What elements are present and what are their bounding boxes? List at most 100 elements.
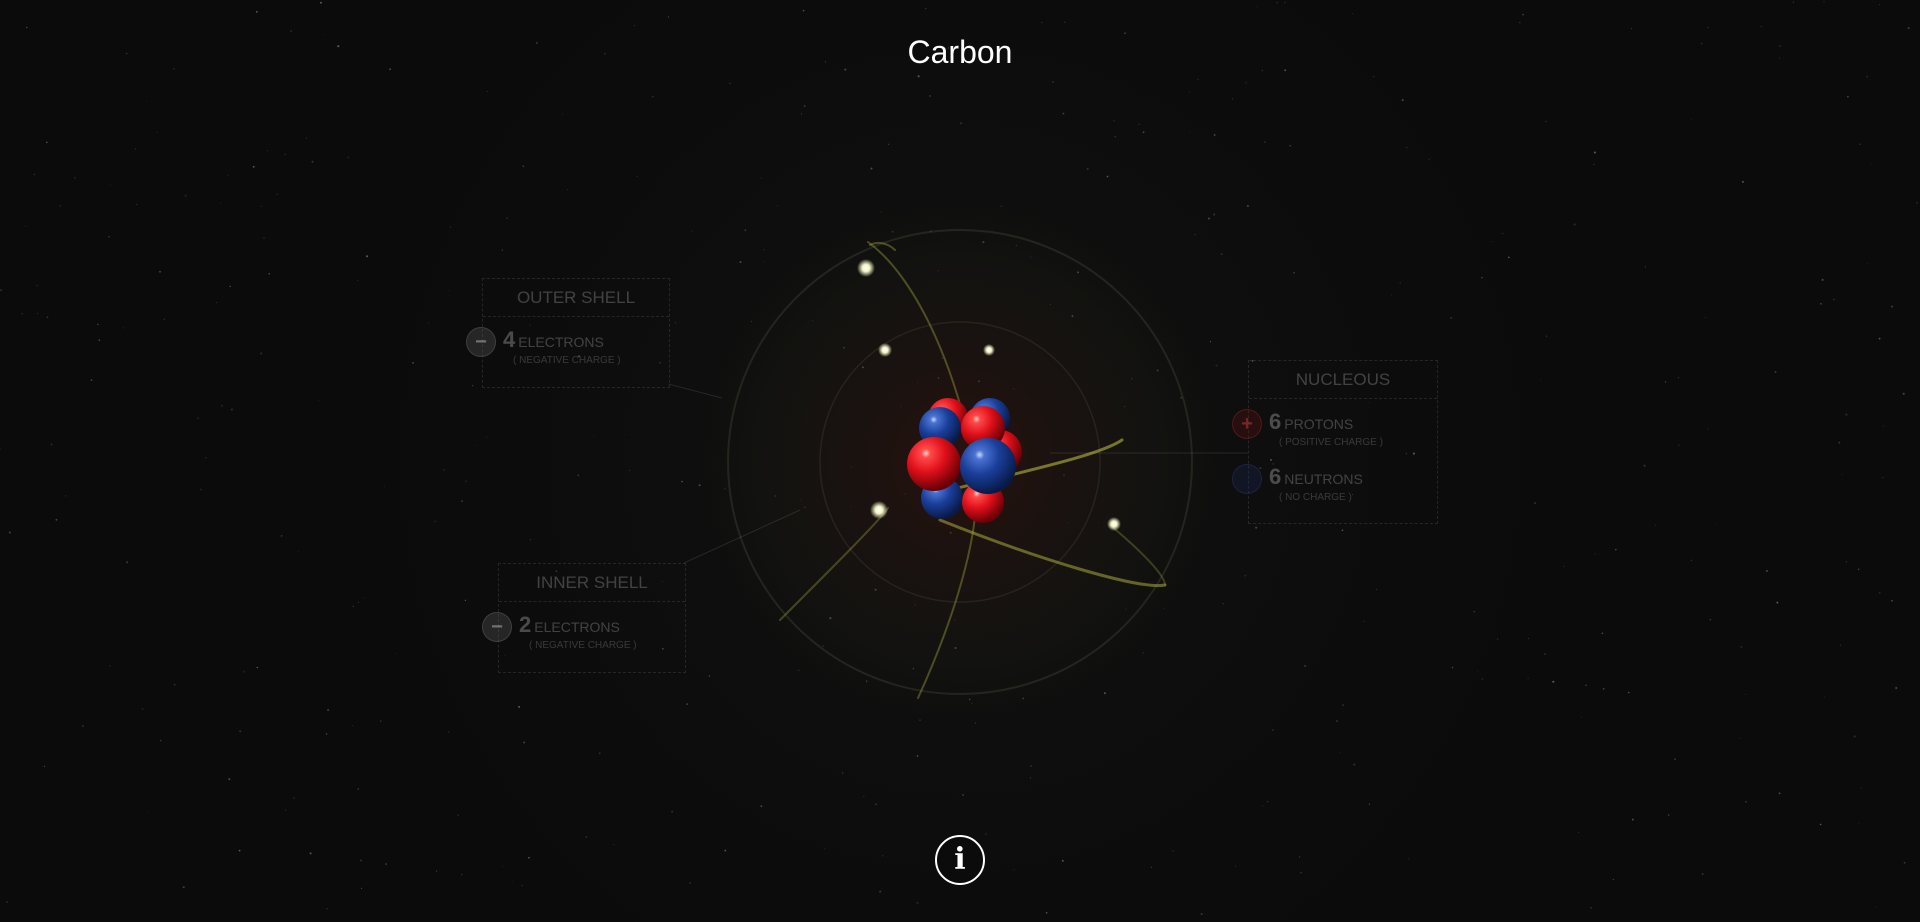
neutron	[960, 438, 1016, 494]
star	[243, 670, 246, 673]
star	[1276, 2, 1278, 4]
star	[634, 24, 636, 26]
inner-shell-ring	[819, 321, 1101, 603]
star	[1029, 777, 1031, 779]
star	[662, 648, 664, 650]
inner-shell-title: INNER SHELL	[499, 564, 685, 602]
star	[1304, 664, 1307, 668]
star	[502, 865, 504, 867]
star	[13, 178, 15, 180]
star	[461, 500, 463, 502]
star	[984, 833, 987, 836]
star	[1284, 69, 1287, 72]
star	[1188, 130, 1190, 132]
proton-unit: PROTONS	[1284, 416, 1354, 432]
star	[361, 887, 363, 889]
star	[636, 175, 638, 177]
star	[1545, 120, 1547, 123]
star	[357, 788, 360, 790]
star	[674, 322, 676, 324]
star	[1907, 27, 1910, 30]
star	[1197, 78, 1199, 81]
star	[1352, 13, 1354, 14]
star	[471, 385, 474, 387]
star	[1272, 463, 1275, 465]
star	[1774, 371, 1777, 374]
star	[1628, 691, 1630, 694]
star	[230, 408, 233, 411]
star	[1041, 22, 1043, 24]
star	[585, 836, 588, 838]
star	[1246, 204, 1249, 208]
star	[252, 165, 255, 168]
star	[577, 474, 580, 477]
star	[81, 724, 84, 728]
star	[1859, 143, 1861, 145]
star	[802, 9, 805, 12]
star	[1255, 526, 1258, 529]
info-button[interactable]: i	[935, 835, 985, 885]
star	[1061, 859, 1064, 862]
star	[284, 153, 286, 155]
star	[1702, 873, 1704, 875]
star	[256, 666, 259, 669]
star	[960, 122, 963, 125]
star	[1534, 502, 1537, 505]
star	[1481, 678, 1484, 680]
star	[686, 703, 689, 706]
star	[800, 113, 803, 115]
star	[1823, 696, 1825, 698]
star	[228, 778, 231, 781]
star	[1883, 425, 1885, 427]
star	[1062, 112, 1065, 115]
star	[136, 203, 138, 206]
nucleus-title: NUCLEOUS	[1249, 361, 1437, 399]
star	[64, 494, 67, 497]
star	[739, 261, 742, 264]
star	[1643, 464, 1646, 467]
outer-shell-electron-count: 4	[503, 327, 516, 352]
star	[1765, 569, 1768, 572]
star	[1678, 377, 1679, 379]
star	[263, 237, 265, 240]
electron	[857, 259, 875, 277]
star	[1866, 75, 1869, 78]
star	[290, 30, 292, 32]
minus-icon: −	[482, 612, 512, 642]
star	[305, 137, 308, 139]
star	[449, 226, 452, 228]
star	[326, 907, 328, 910]
star	[521, 884, 523, 887]
star	[293, 797, 295, 799]
star	[1631, 818, 1634, 821]
star	[763, 261, 764, 263]
star	[199, 488, 202, 491]
star	[1707, 26, 1709, 29]
star	[1573, 223, 1576, 226]
star	[141, 708, 144, 710]
star	[1890, 305, 1894, 308]
star	[870, 167, 873, 170]
star	[1213, 213, 1216, 216]
star	[260, 352, 263, 355]
star	[1879, 592, 1881, 594]
star	[1645, 266, 1646, 268]
star	[1373, 76, 1375, 78]
star	[145, 100, 147, 102]
star	[659, 361, 661, 364]
proton-count: 6	[1269, 409, 1282, 434]
star	[1667, 814, 1670, 816]
star	[1013, 869, 1015, 870]
star	[1845, 561, 1848, 563]
star	[1207, 217, 1210, 220]
star	[318, 399, 320, 401]
star	[1222, 603, 1224, 605]
star	[1916, 202, 1918, 204]
star	[925, 8, 927, 10]
star	[1546, 335, 1548, 337]
star	[473, 695, 475, 697]
star	[97, 323, 99, 326]
star	[1858, 823, 1860, 825]
